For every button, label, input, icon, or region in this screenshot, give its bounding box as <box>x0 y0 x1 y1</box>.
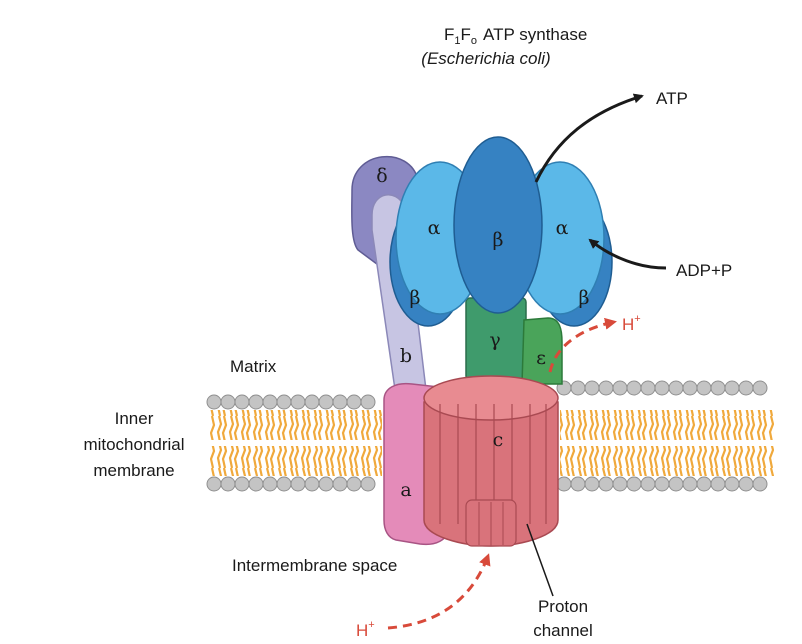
atp-label: ATP <box>656 89 688 108</box>
membrane-left <box>206 394 382 492</box>
subunit-delta-label: δ <box>376 165 387 187</box>
lipid-head <box>360 476 376 492</box>
lipid-heads-top-right <box>556 380 768 396</box>
lipid-head <box>710 380 726 396</box>
atp-release-arrow <box>534 93 644 183</box>
lipid-head <box>626 476 642 492</box>
lipid-head <box>570 476 586 492</box>
lipid-head <box>752 476 768 492</box>
lipid-head <box>598 380 614 396</box>
lipid-head <box>696 380 712 396</box>
subunit-alpha-left-label: α <box>428 217 441 239</box>
lipid-head <box>626 380 642 396</box>
lipid-head <box>360 394 376 410</box>
lipid-head <box>640 380 656 396</box>
proton-channel-line2: channel <box>533 621 593 640</box>
lipid-head <box>220 394 236 410</box>
lipid-head <box>276 476 292 492</box>
matrix-label: Matrix <box>230 357 277 376</box>
inner-membrane-line3: membrane <box>93 461 174 480</box>
lipid-head <box>346 476 362 492</box>
subunit-alpha-right-label: α <box>556 217 569 239</box>
lipid-tails-bottom-right <box>560 446 774 476</box>
subunit-a-label: a <box>400 479 411 501</box>
lipid-head <box>584 476 600 492</box>
lipid-head <box>752 380 768 396</box>
lipid-tails-bottom-left <box>210 446 382 476</box>
adp-label: ADP+P <box>676 261 732 280</box>
subunit-c-label: c <box>493 429 504 451</box>
lipid-head <box>710 476 726 492</box>
lipid-head <box>570 380 586 396</box>
inner-membrane-line1: Inner <box>115 409 154 428</box>
c-ring-stripes <box>439 404 547 524</box>
lipid-head <box>248 394 264 410</box>
subunit-beta-center-label: β <box>493 229 504 251</box>
lipid-head <box>276 394 292 410</box>
lipid-head <box>304 476 320 492</box>
lipid-head <box>346 394 362 410</box>
lipid-head <box>318 476 334 492</box>
lipid-head <box>318 394 334 410</box>
lipid-head <box>654 476 670 492</box>
lipid-head <box>332 394 348 410</box>
proton-channel-leader <box>526 523 554 597</box>
lipid-head <box>556 476 572 492</box>
subunit-epsilon-label: ε <box>536 347 546 369</box>
organism-label: (Escherichia coli) <box>421 49 550 68</box>
lipid-head <box>304 394 320 410</box>
subunit-b-label: b <box>400 345 412 367</box>
lipid-head <box>612 380 628 396</box>
lipid-head <box>724 380 740 396</box>
lipid-head <box>290 476 306 492</box>
subunit-gamma-label: γ <box>489 329 500 351</box>
lipid-head <box>598 476 614 492</box>
lipid-head <box>234 476 250 492</box>
lipid-heads-bottom-left <box>206 476 376 492</box>
proton-in-label: H+ <box>356 619 375 640</box>
lipid-tails-top-left <box>210 410 382 440</box>
subunit-beta-right-label: β <box>579 287 590 309</box>
lipid-head <box>682 380 698 396</box>
lipid-heads-top-left <box>206 394 376 410</box>
lipid-head <box>206 394 222 410</box>
adp-binding-arrow <box>588 238 667 270</box>
lipid-head <box>248 476 264 492</box>
lipid-head <box>668 476 684 492</box>
lipid-head <box>738 476 754 492</box>
membrane-right <box>556 380 774 492</box>
lipid-head <box>640 476 656 492</box>
lipid-heads-bottom-right <box>556 476 768 492</box>
lipid-head <box>612 476 628 492</box>
beta-center-shape <box>453 136 543 314</box>
lipid-head <box>668 380 684 396</box>
lipid-head <box>206 476 222 492</box>
lipid-head <box>262 476 278 492</box>
lipid-head <box>724 476 740 492</box>
lipid-head <box>332 476 348 492</box>
lipid-head <box>696 476 712 492</box>
lipid-tails-top-right <box>560 410 774 440</box>
lipid-head <box>220 476 236 492</box>
intermembrane-label: Intermembrane space <box>232 556 397 575</box>
c-ring <box>423 375 559 547</box>
lipid-head <box>654 380 670 396</box>
lipid-head <box>738 380 754 396</box>
subunit-beta-left-label: β <box>410 287 421 309</box>
proton-entry-arrow <box>387 553 491 630</box>
lipid-head <box>584 380 600 396</box>
proton-out-label: H+ <box>622 313 641 334</box>
proton-exit-arrow <box>548 317 617 373</box>
proton-channel-line1: Proton <box>538 597 588 616</box>
inner-membrane-line2: mitochondrial <box>83 435 184 454</box>
lipid-head <box>234 394 250 410</box>
lipid-head <box>290 394 306 410</box>
lipid-head <box>682 476 698 492</box>
lipid-head <box>262 394 278 410</box>
